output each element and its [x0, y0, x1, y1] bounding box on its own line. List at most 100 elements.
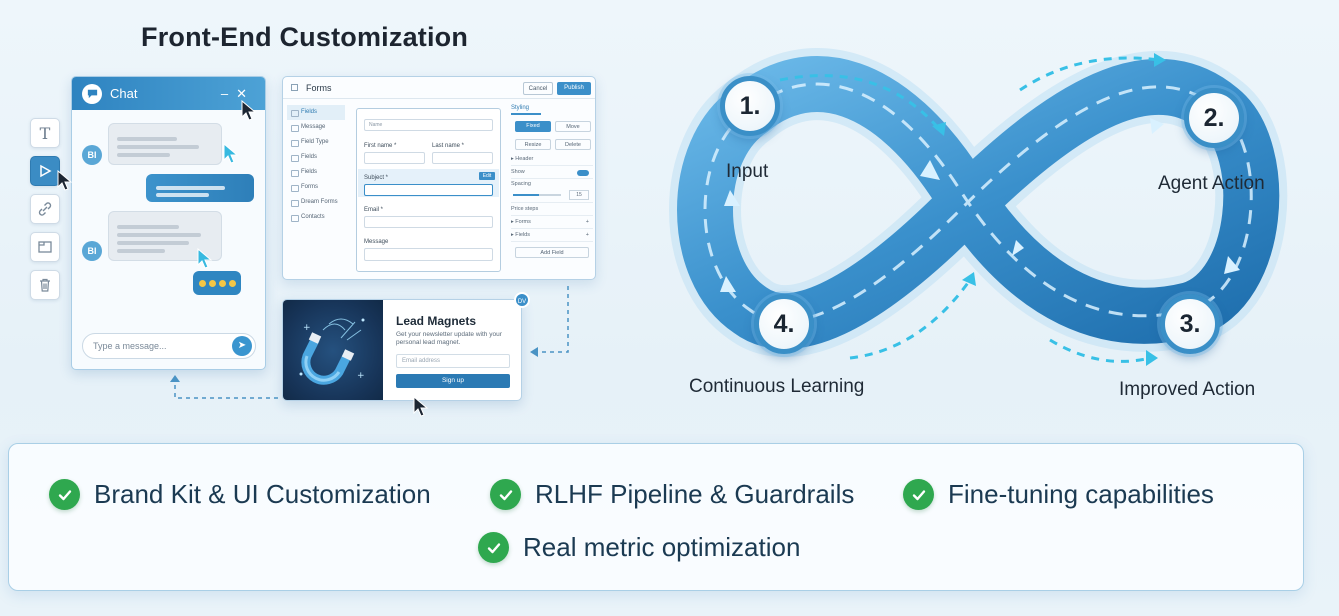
avatar: BI: [82, 145, 102, 165]
benefit-item: Fine-tuning capabilities: [903, 479, 1214, 510]
trash-tool-button[interactable]: [30, 270, 60, 300]
sign-up-button[interactable]: Sign up: [396, 374, 510, 388]
forms-header: Forms: [283, 77, 595, 99]
show-switch[interactable]: [577, 170, 589, 176]
subject-label: Subject *: [364, 175, 389, 181]
incoming-message: [108, 123, 222, 165]
check-icon: [49, 479, 80, 510]
last-name-field[interactable]: [432, 152, 493, 164]
spacing-slider[interactable]: [513, 194, 561, 196]
fields-row[interactable]: ▸ Fields+: [511, 229, 593, 242]
flow-connectors: [170, 286, 569, 399]
spacing-row: Spacing 15: [511, 179, 593, 203]
show-label: Show: [511, 169, 525, 175]
check-icon: [903, 479, 934, 510]
benefit-text: Brand Kit & UI Customization: [94, 479, 431, 509]
link-tool-button[interactable]: [30, 194, 60, 224]
publish-button[interactable]: Publish: [557, 82, 591, 95]
sidebar-item[interactable]: Message: [287, 120, 345, 135]
resize-button[interactable]: Resize: [515, 139, 551, 150]
lead-magnet-description: Get your newsletter update with your per…: [396, 331, 502, 346]
chat-message-input[interactable]: Type a message... ➤: [82, 333, 256, 359]
svg-text:+: +: [303, 323, 311, 333]
cancel-button[interactable]: Cancel: [523, 82, 553, 95]
typing-indicator: [193, 271, 241, 295]
benefit-item: Brand Kit & UI Customization: [49, 479, 431, 510]
price-steps-row: Price steps: [511, 203, 593, 216]
benefits-panel: Brand Kit & UI Customization RLHF Pipeli…: [8, 443, 1304, 591]
trash-icon: [40, 278, 50, 292]
field-edit-badge[interactable]: Edit: [479, 172, 495, 180]
sidebar-item[interactable]: Dream Forms: [287, 195, 345, 210]
step-1-node: 1.: [720, 76, 780, 136]
svg-text:+: +: [357, 371, 365, 381]
lead-magnet-card: + + Lead Magnets Get your newsletter upd…: [282, 299, 522, 401]
first-name-field[interactable]: [364, 152, 425, 164]
sidebar-item[interactable]: Fields: [287, 165, 345, 180]
forms-builder: Forms Cancel Publish Fields Message Fiel…: [282, 76, 596, 280]
form-canvas: Name First name * Last name * Subject * …: [356, 108, 501, 272]
magnet-illustration: + +: [283, 300, 383, 400]
forms-row[interactable]: ▸ Forms+: [511, 216, 593, 229]
delete-button[interactable]: Delete: [555, 139, 591, 150]
forms-row-label: Forms: [515, 219, 531, 225]
outgoing-message: [146, 174, 254, 202]
cursor-icon: [413, 396, 429, 417]
sidebar-item[interactable]: Field Type: [287, 135, 345, 150]
add-field-button[interactable]: Add Field: [515, 247, 589, 258]
editor-toolbar: T: [30, 118, 64, 308]
tab-styling[interactable]: Styling: [511, 101, 541, 115]
send-icon[interactable]: ➤: [232, 336, 252, 356]
header-section-label: Header: [515, 156, 534, 162]
chat-bubble-icon: [82, 83, 102, 104]
name-field[interactable]: Name: [364, 119, 493, 131]
benefit-text: Real metric optimization: [523, 532, 801, 562]
forms-sidebar: Fields Message Field Type Fields Fields …: [287, 105, 345, 225]
benefit-text: Fine-tuning capabilities: [948, 479, 1214, 509]
step-3-label: Improved Action: [1119, 379, 1256, 400]
benefit-item: RLHF Pipeline & Guardrails: [490, 479, 854, 510]
page-title: Front-End Customization: [141, 22, 469, 52]
fields-row-label: Fields: [515, 232, 530, 238]
step-3-node: 3.: [1160, 294, 1220, 354]
text-tool-button[interactable]: T: [30, 118, 60, 148]
spacing-value[interactable]: 15: [569, 190, 589, 200]
last-name-label: Last name *: [432, 143, 465, 149]
header-section[interactable]: ▸ Header: [511, 153, 593, 166]
sidebar-item[interactable]: Forms: [287, 180, 345, 195]
layout-icon: [38, 241, 52, 253]
price-steps-label: Price steps: [511, 206, 539, 212]
sidebar-item[interactable]: Fields: [287, 105, 345, 120]
step-1-label: Input: [726, 161, 769, 182]
close-icon[interactable]: ✕: [236, 85, 255, 101]
pointer-tool-button[interactable]: [30, 156, 60, 186]
spacing-label: Spacing: [511, 181, 531, 187]
avatar: BI: [82, 241, 102, 261]
sidebar-item[interactable]: Fields: [287, 150, 345, 165]
benefit-item: Real metric optimization: [478, 532, 800, 563]
cursor-icon: [57, 170, 73, 191]
message-label: Message: [364, 239, 389, 245]
step-4-label: Continuous Learning: [689, 376, 865, 397]
message-field[interactable]: [364, 248, 493, 261]
move-toggle[interactable]: Move: [555, 121, 591, 132]
chat-input-placeholder: Type a message...: [93, 341, 167, 351]
play-icon: [40, 164, 52, 178]
cursor-icon: [241, 100, 257, 121]
lead-email-input[interactable]: Email address: [396, 354, 510, 368]
fixed-toggle[interactable]: Fixed: [515, 121, 551, 132]
step-4-node: 4.: [754, 294, 814, 354]
cursor-icon: [197, 248, 213, 269]
chat-header: Chat –✕: [72, 77, 265, 110]
benefit-text: RLHF Pipeline & Guardrails: [535, 479, 855, 509]
email-field[interactable]: [364, 216, 493, 228]
subject-field[interactable]: [364, 184, 493, 196]
properties-panel: Styling Fixed Move Resize Delete ▸ Heade…: [511, 101, 593, 258]
layout-tool-button[interactable]: [30, 232, 60, 262]
magnet-icon: + +: [299, 318, 365, 385]
window-controls: –✕: [221, 86, 255, 102]
check-icon: [478, 532, 509, 563]
first-name-label: First name *: [364, 143, 397, 149]
minimize-icon[interactable]: –: [220, 85, 237, 101]
sidebar-item[interactable]: Contacts: [287, 210, 345, 225]
